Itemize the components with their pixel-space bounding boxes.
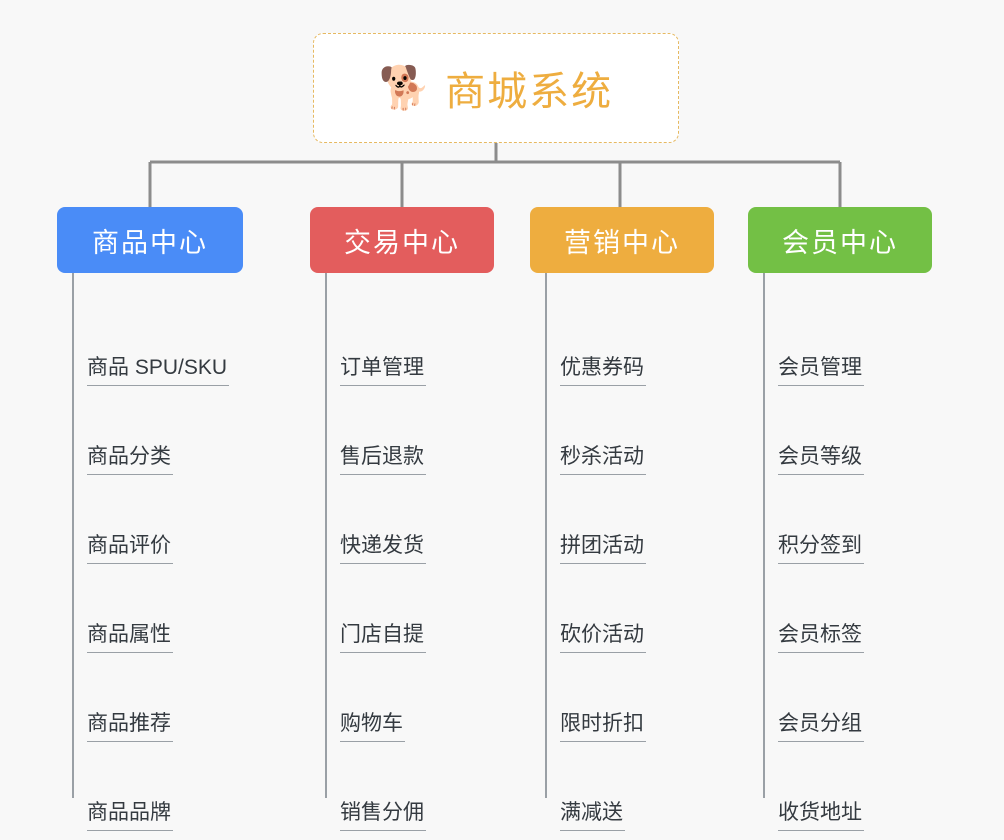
category-header-label-0: 商品中心 bbox=[92, 227, 208, 258]
leaf-label: 商品分类 bbox=[87, 445, 173, 475]
category-header-1[interactable]: 交易中心 bbox=[310, 207, 494, 273]
leaf-label: 满减送 bbox=[560, 801, 625, 831]
branch-column-0: 商品中心 商品 SPU/SKU 商品分类 商品评价 商品属性 商品推荐 商品品牌 bbox=[57, 207, 257, 831]
leaf-list-2: 优惠券码 秒杀活动 拼团活动 砍价活动 限时折扣 满减送 bbox=[530, 297, 730, 831]
leaf-label: 购物车 bbox=[340, 712, 405, 742]
root-node[interactable]: 🐕 商城系统 bbox=[313, 33, 679, 143]
list-item[interactable]: 会员标签 bbox=[764, 564, 948, 653]
leaf-list-3: 会员管理 会员等级 积分签到 会员标签 会员分组 收货地址 bbox=[748, 297, 948, 831]
leaf-label: 售后退款 bbox=[340, 445, 426, 475]
category-header-label-3: 会员中心 bbox=[782, 227, 898, 258]
list-item[interactable]: 购物车 bbox=[326, 653, 510, 742]
list-item[interactable]: 门店自提 bbox=[326, 564, 510, 653]
leaf-label: 商品推荐 bbox=[87, 712, 173, 742]
leaf-label: 会员等级 bbox=[778, 445, 864, 475]
leaf-label: 积分签到 bbox=[778, 534, 864, 564]
leaf-label: 收货地址 bbox=[778, 801, 864, 831]
list-item[interactable]: 销售分佣 bbox=[326, 742, 510, 831]
leaf-label: 商品评价 bbox=[87, 534, 173, 564]
list-item[interactable]: 秒杀活动 bbox=[546, 386, 730, 475]
leaf-label: 秒杀活动 bbox=[560, 445, 646, 475]
list-item[interactable]: 砍价活动 bbox=[546, 564, 730, 653]
list-item[interactable]: 会员分组 bbox=[764, 653, 948, 742]
leaf-label: 门店自提 bbox=[340, 623, 426, 653]
branch-column-3: 会员中心 会员管理 会员等级 积分签到 会员标签 会员分组 收货地址 bbox=[748, 207, 948, 831]
leaf-label: 快递发货 bbox=[340, 534, 426, 564]
list-item[interactable]: 会员管理 bbox=[764, 297, 948, 386]
leaf-label: 会员管理 bbox=[778, 356, 864, 386]
branch-column-2: 营销中心 优惠券码 秒杀活动 拼团活动 砍价活动 限时折扣 满减送 bbox=[530, 207, 730, 831]
leaf-label: 销售分佣 bbox=[340, 801, 426, 831]
dog-face-icon: 🐕 bbox=[378, 64, 432, 111]
category-header-0[interactable]: 商品中心 bbox=[57, 207, 243, 273]
leaf-label: 商品属性 bbox=[87, 623, 173, 653]
list-item[interactable]: 商品推荐 bbox=[73, 653, 257, 742]
leaf-label: 优惠券码 bbox=[560, 356, 646, 386]
list-item[interactable]: 商品分类 bbox=[73, 386, 257, 475]
category-header-label-2: 营销中心 bbox=[564, 227, 680, 258]
category-header-2[interactable]: 营销中心 bbox=[530, 207, 714, 273]
leaf-list-0: 商品 SPU/SKU 商品分类 商品评价 商品属性 商品推荐 商品品牌 bbox=[57, 297, 257, 831]
leaf-label: 商品 SPU/SKU bbox=[87, 356, 230, 386]
list-item[interactable]: 订单管理 bbox=[326, 297, 510, 386]
list-item[interactable]: 限时折扣 bbox=[546, 653, 730, 742]
list-item[interactable]: 快递发货 bbox=[326, 475, 510, 564]
list-item[interactable]: 拼团活动 bbox=[546, 475, 730, 564]
leaf-list-1: 订单管理 售后退款 快递发货 门店自提 购物车 销售分佣 bbox=[310, 297, 510, 831]
list-item[interactable]: 商品属性 bbox=[73, 564, 257, 653]
leaf-label: 会员标签 bbox=[778, 623, 864, 653]
list-item[interactable]: 商品品牌 bbox=[73, 742, 257, 831]
leaf-label: 限时折扣 bbox=[560, 712, 646, 742]
list-item[interactable]: 满减送 bbox=[546, 742, 730, 831]
list-item[interactable]: 积分签到 bbox=[764, 475, 948, 564]
list-item[interactable]: 收货地址 bbox=[764, 742, 948, 831]
category-header-3[interactable]: 会员中心 bbox=[748, 207, 932, 273]
leaf-label: 拼团活动 bbox=[560, 534, 646, 564]
list-item[interactable]: 商品评价 bbox=[73, 475, 257, 564]
branch-column-1: 交易中心 订单管理 售后退款 快递发货 门店自提 购物车 销售分佣 bbox=[310, 207, 510, 831]
leaf-label: 砍价活动 bbox=[560, 623, 646, 653]
list-item[interactable]: 优惠券码 bbox=[546, 297, 730, 386]
list-item[interactable]: 售后退款 bbox=[326, 386, 510, 475]
list-item[interactable]: 商品 SPU/SKU bbox=[73, 297, 257, 386]
leaf-label: 会员分组 bbox=[778, 712, 864, 742]
leaf-label: 订单管理 bbox=[340, 356, 426, 386]
category-header-label-1: 交易中心 bbox=[344, 227, 460, 258]
root-title: 商城系统 bbox=[445, 70, 614, 114]
list-item[interactable]: 会员等级 bbox=[764, 386, 948, 475]
leaf-label: 商品品牌 bbox=[87, 801, 173, 831]
